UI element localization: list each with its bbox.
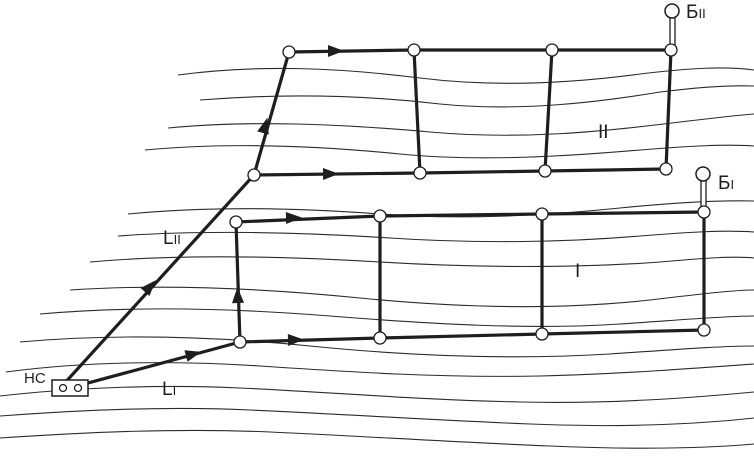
junction-node — [282, 45, 296, 59]
network-zone-2 — [252, 48, 673, 177]
flow-arrow — [232, 287, 244, 304]
zone-2-link — [664, 48, 673, 171]
contour-line — [5, 362, 754, 377]
contour-line — [117, 230, 754, 243]
tower-1-label-sub: I — [730, 177, 734, 192]
pump-icon — [73, 383, 83, 393]
flow-arrows — [140, 45, 344, 362]
tower-2-label: БII — [686, 2, 706, 23]
tower-1-label: БI — [718, 173, 734, 194]
junction-node — [373, 209, 387, 223]
zone-1-label: I — [575, 261, 580, 282]
terrain-contours — [0, 67, 754, 449]
tower-2-label-sub: II — [698, 6, 705, 21]
junction-node — [535, 207, 549, 221]
junction-nodes — [229, 43, 711, 349]
zone-2-label: II — [598, 122, 609, 143]
junction-node — [697, 205, 711, 219]
junction-node — [413, 166, 427, 180]
pump-station-box — [51, 379, 89, 397]
contour-line — [69, 286, 754, 308]
line-1-label: LI — [162, 379, 176, 400]
contour-line — [89, 256, 754, 268]
feeder-line-2 — [60, 50, 291, 388]
junction-node — [545, 43, 559, 57]
line-1-label-sub: I — [173, 383, 177, 398]
tower-1-tank — [695, 166, 711, 182]
line-2-label: LII — [163, 228, 181, 249]
flow-arrow — [257, 117, 269, 135]
contour-line — [167, 113, 754, 136]
flow-arrow — [287, 334, 304, 346]
pump-station-label: НС — [24, 370, 46, 387]
junction-node — [407, 43, 421, 57]
flow-arrow — [140, 280, 156, 297]
network-zone-1 — [234, 210, 706, 344]
flow-arrow — [322, 168, 339, 180]
flow-arrow — [327, 45, 344, 57]
water-tower-1 — [695, 166, 711, 212]
junction-node — [247, 168, 261, 182]
contour-line — [0, 429, 754, 449]
tower-2-label-main: Б — [686, 2, 698, 23]
line-2-label-main: L — [163, 228, 174, 249]
contour-line — [39, 308, 754, 327]
pump-station — [51, 379, 89, 397]
zone-2-top-main — [287, 48, 673, 54]
contour-line — [199, 85, 754, 108]
junction-node — [664, 43, 678, 57]
zone-2-bottom-main — [252, 167, 668, 177]
pump-icon — [58, 383, 68, 393]
junction-node — [697, 323, 711, 337]
line-1-label-main: L — [162, 379, 173, 400]
junction-node — [233, 335, 247, 349]
zone-2-link — [543, 48, 554, 173]
contour-line — [177, 67, 754, 84]
zone-1-bottom-main — [238, 328, 706, 344]
junction-node — [659, 162, 673, 176]
contour-line — [19, 336, 754, 358]
junction-node — [535, 327, 549, 341]
flow-arrow — [285, 212, 302, 224]
flow-arrow — [184, 350, 202, 362]
water-tower-2 — [664, 3, 680, 50]
line-2-label-sub: II — [174, 232, 181, 247]
contour-line — [144, 144, 754, 159]
zone-1-top-main — [234, 210, 706, 224]
tower-1-label-main: Б — [718, 173, 730, 194]
contour-line — [127, 200, 754, 218]
junction-node — [538, 164, 552, 178]
zone-2-link — [412, 48, 422, 175]
contour-line — [0, 385, 754, 403]
junction-node — [373, 331, 387, 345]
tower-2-tank — [664, 3, 680, 19]
contour-line — [0, 407, 754, 427]
junction-node — [229, 215, 243, 229]
